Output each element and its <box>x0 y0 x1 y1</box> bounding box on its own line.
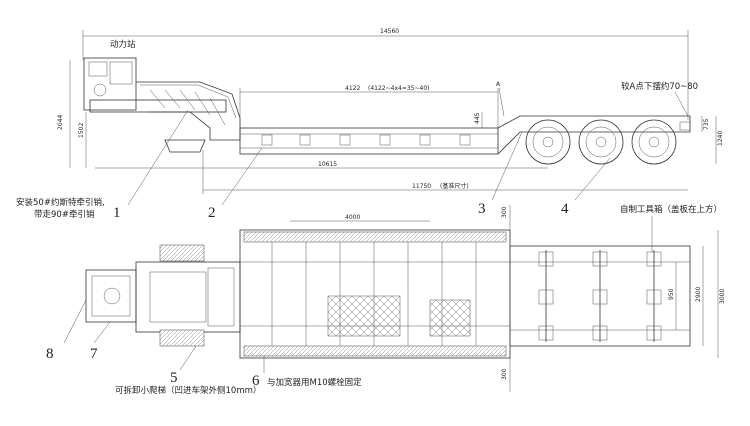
ext-width-dimension: 4000 <box>290 214 430 222</box>
rear-swing-note: 较A点下摆约70~80 <box>621 81 698 92</box>
rear-deck-plan <box>509 245 691 347</box>
length-11750-dimension: 11750 (基准尺寸) <box>202 150 688 194</box>
axle-plan-2 <box>592 250 608 342</box>
height-735-text: 735 <box>703 118 710 130</box>
height-dimensions: 2044 1502 445 735 1240 <box>57 60 724 168</box>
callout-5: 5 <box>170 370 178 386</box>
kingpin-note-line1: 安装50#约斯特牵引销, <box>16 197 105 208</box>
end-300-top-text: 300 <box>501 206 508 218</box>
main-frame <box>239 115 691 155</box>
width-3000-text: 3000 <box>719 289 726 304</box>
power-station-label: 动力站 <box>110 39 136 50</box>
axle-plan-1 <box>538 250 554 342</box>
ext-width-text: 4000 <box>345 214 360 221</box>
callout-6: 6 <box>252 373 260 389</box>
side-view: 14560 动力站 <box>16 28 724 220</box>
overall-length-dimension: 14560 <box>82 28 689 120</box>
callout-7: 7 <box>90 346 98 362</box>
toolbox-note: 自制工具箱（盖板在上方） <box>620 204 722 215</box>
callouts: 1 2 3 4 5 6 7 8 <box>46 109 611 389</box>
axle-plan-3 <box>646 250 662 342</box>
wheel-2 <box>578 119 624 165</box>
deck-range-text: (4122~4x4=35~40) <box>368 85 430 92</box>
length-10615-text: 10615 <box>318 161 337 168</box>
main-platform-plan <box>239 229 511 359</box>
callout-1: 1 <box>113 205 121 221</box>
bolt-fix-note: 与加宽器用M10螺栓固定 <box>267 377 362 388</box>
wheel-1 <box>525 119 571 165</box>
ladder-note: 可拆卸小爬梯（凹进车架外侧10mm） <box>115 385 261 396</box>
deck-length-text: 4122 <box>345 85 360 92</box>
end-300-bottom-text: 300 <box>501 368 508 380</box>
height-1240-text: 1240 <box>717 131 724 146</box>
height-1502-text: 1502 <box>78 123 85 138</box>
top-view: 4000 <box>85 204 726 396</box>
callout-4: 4 <box>561 201 569 217</box>
gooseneck-plan <box>85 244 241 347</box>
width-2900-text: 2900 <box>695 287 702 302</box>
kingpin-note-line2: 带走90#牵引销 <box>34 209 95 220</box>
height-2044-text: 2044 <box>57 115 64 130</box>
length-11750-note: (基准尺寸) <box>440 182 469 190</box>
deck-length-dimension: 4122 (4122~4x4=35~40) <box>239 85 499 128</box>
callout-2: 2 <box>208 205 216 221</box>
length-10615-dimension: 10615 <box>95 161 548 169</box>
gooseneck: 动力站 <box>83 39 241 153</box>
wheel-3 <box>631 119 677 165</box>
callout-8: 8 <box>46 346 54 362</box>
rear-axle-group <box>525 119 691 165</box>
height-445-text: 445 <box>474 112 481 124</box>
width-950-text: 950 <box>668 288 675 300</box>
callout-3: 3 <box>478 201 486 217</box>
length-11750-label: 11750 <box>412 183 431 190</box>
width-dimensions: 2900 3000 950 300 300 <box>501 205 726 392</box>
overall-length-text: 14560 <box>380 28 399 35</box>
point-a-label: A <box>496 81 501 88</box>
